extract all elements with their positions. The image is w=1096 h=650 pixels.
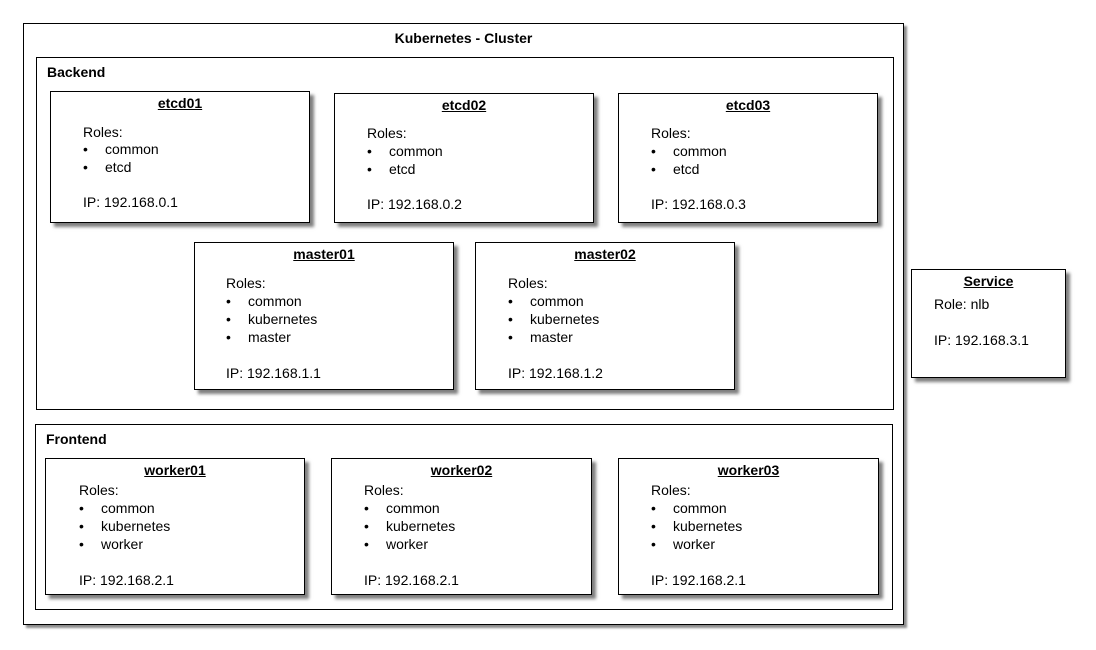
roles-label: Roles:: [226, 275, 266, 291]
role-item: •kubernetes: [79, 518, 171, 534]
roles-label: Roles:: [651, 125, 691, 141]
role-item: •etcd: [367, 161, 416, 177]
node-worker01: worker01 Roles: •common •kubernetes •wor…: [45, 458, 305, 595]
node-worker02: worker02 Roles: •common •kubernetes •wor…: [331, 458, 592, 595]
ip-address: IP: 192.168.0.1: [83, 194, 178, 210]
role-item: •etcd: [651, 161, 700, 177]
role-item: •common: [508, 293, 584, 309]
node-title: Service: [963, 273, 1014, 289]
node-worker03: worker03 Roles: •common •kubernetes •wor…: [618, 458, 879, 595]
roles-label: Roles:: [508, 275, 548, 291]
ip-address: IP: 192.168.0.2: [367, 196, 462, 212]
role-item: •master: [226, 329, 291, 345]
role-item: •common: [364, 500, 440, 516]
role-item: •kubernetes: [364, 518, 456, 534]
ip-address: IP: 192.168.2.1: [364, 572, 459, 588]
node-title: worker02: [430, 462, 493, 478]
role-item: •kubernetes: [508, 311, 600, 327]
role-item: •common: [651, 500, 727, 516]
ip-address: IP: 192.168.1.2: [508, 365, 603, 381]
node-etcd02: etcd02 Roles: •common •etcd IP: 192.168.…: [334, 93, 594, 223]
roles-label: Roles:: [367, 125, 407, 141]
ip-address: IP: 192.168.2.1: [79, 572, 174, 588]
cluster-title: Kubernetes - Cluster: [394, 30, 533, 46]
role-item: •worker: [651, 536, 716, 552]
node-etcd03: etcd03 Roles: •common •etcd IP: 192.168.…: [618, 93, 878, 223]
node-master01: master01 Roles: •common •kubernetes •mas…: [194, 242, 454, 390]
node-title: etcd03: [725, 97, 771, 113]
ip-address: IP: 192.168.2.1: [651, 572, 746, 588]
frontend-title: Frontend: [46, 431, 107, 447]
role-item: •kubernetes: [651, 518, 743, 534]
roles-label: Roles:: [364, 482, 404, 498]
role-item: •common: [226, 293, 302, 309]
backend-title: Backend: [47, 64, 106, 80]
node-title: worker03: [717, 462, 780, 478]
node-title: etcd02: [441, 97, 487, 113]
node-title: master01: [293, 246, 355, 262]
service-role: Role: nlb: [934, 296, 990, 312]
role-item: •common: [79, 500, 155, 516]
node-title: etcd01: [157, 95, 203, 111]
node-master02: master02 Roles: •common •kubernetes •mas…: [475, 242, 735, 390]
roles-label: Roles:: [651, 482, 691, 498]
ip-address: IP: 192.168.1.1: [226, 365, 321, 381]
node-title: worker01: [144, 462, 206, 478]
node-service: Service Role: nlb IP: 192.168.3.1: [911, 269, 1066, 378]
node-title: master02: [574, 246, 636, 262]
ip-address: IP: 192.168.3.1: [934, 332, 1029, 348]
node-etcd01: etcd01 Roles: •common •etcd IP: 192.168.…: [50, 91, 310, 223]
roles-label: Roles:: [79, 482, 119, 498]
role-item: •common: [83, 141, 159, 157]
ip-address: IP: 192.168.0.3: [651, 196, 746, 212]
role-item: •master: [508, 329, 573, 345]
role-item: •common: [651, 143, 727, 159]
role-item: •common: [367, 143, 443, 159]
role-item: •worker: [364, 536, 429, 552]
role-item: •etcd: [83, 159, 132, 175]
roles-label: Roles:: [83, 124, 123, 140]
role-item: •worker: [79, 536, 144, 552]
role-item: •kubernetes: [226, 311, 318, 327]
